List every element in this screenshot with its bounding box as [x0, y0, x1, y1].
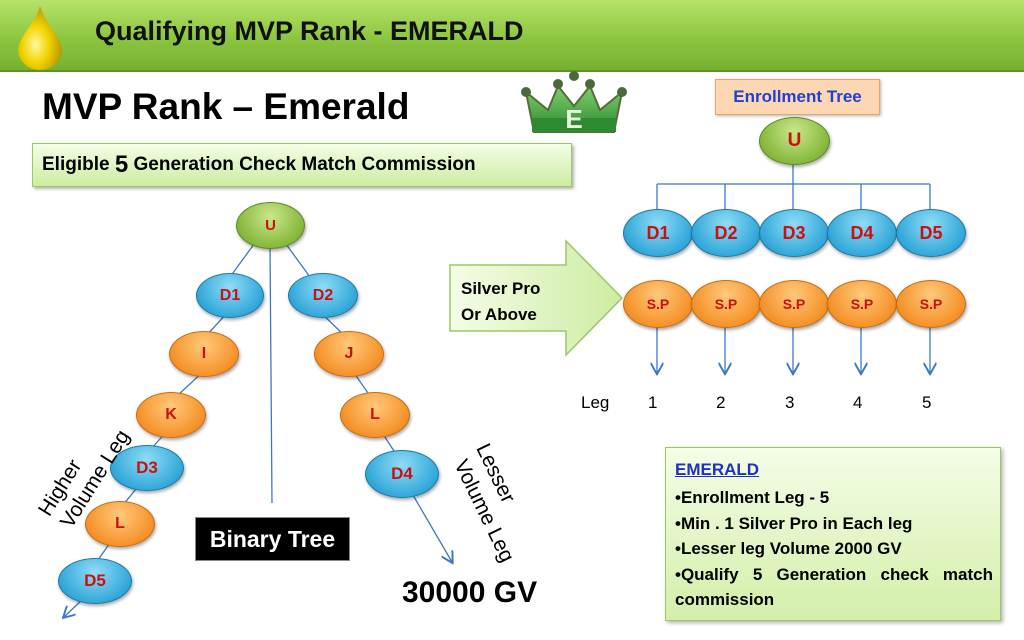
silver-pro-line: Or Above — [461, 305, 537, 324]
requirement-item: •Enrollment Leg - 5 — [675, 488, 830, 507]
enrollment-direct-node: D4 — [827, 209, 897, 257]
enrollment-sp-node: S.P — [623, 280, 693, 328]
leg-number: 5 — [922, 393, 932, 412]
leg-number: 4 — [853, 393, 863, 412]
enrollment-sp-node: S.P — [691, 280, 761, 328]
binary-left-node: D1 — [196, 273, 264, 318]
leg-number: 1 — [648, 393, 658, 412]
emerald-heading: EMERALD — [675, 460, 760, 479]
binary-left-node: L — [85, 501, 155, 547]
binary-root-node: U — [236, 202, 305, 249]
leg-number: 2 — [716, 393, 726, 412]
header-bar — [0, 0, 1024, 72]
binary-right-node: J — [314, 331, 384, 377]
eligible-number: 5 — [114, 151, 129, 178]
requirement-item: •Qualify 5 Generation check match commis… — [675, 564, 993, 610]
enrollment-direct-node: D2 — [691, 209, 761, 257]
eligible-suffix: Generation Check Match Commission — [128, 154, 476, 175]
requirement-item: •Lesser leg Volume 2000 GV — [675, 539, 902, 558]
emerald-requirements-list: •Enrollment Leg - 5 •Min . 1 Silver Pro … — [675, 485, 993, 613]
rank-title: MVP Rank – Emerald — [42, 86, 410, 127]
binary-right-node: D4 — [365, 450, 439, 498]
requirement-item: •Min . 1 Silver Pro in Each leg — [675, 513, 913, 533]
binary-right-node: D2 — [288, 273, 358, 318]
silver-pro-text: Silver Pro Or Above — [461, 276, 540, 328]
leg-number: 3 — [785, 393, 795, 412]
enrollment-tree-label: Enrollment Tree — [715, 79, 880, 115]
enrollment-sp-node: S.P — [827, 280, 897, 328]
binary-left-node: D5 — [58, 558, 132, 604]
gv-value: 30000 GV — [402, 576, 538, 609]
silver-pro-line: Silver Pro — [461, 279, 541, 298]
eligible-prefix: Eligible — [42, 154, 115, 175]
binary-right-node: L — [340, 392, 410, 438]
binary-tree-label: Binary Tree — [195, 517, 350, 561]
oil-drop-icon — [18, 6, 62, 70]
emerald-requirements-box: EMERALD •Enrollment Leg - 5 •Min . 1 Sil… — [665, 447, 1001, 621]
leg-label: Leg — [581, 393, 610, 412]
eligible-banner: Eligible 5 Generation Check Match Commis… — [32, 143, 572, 187]
enrollment-sp-node: S.P — [896, 280, 966, 328]
silver-pro-arrow — [449, 239, 624, 357]
enrollment-sp-node: S.P — [759, 280, 829, 328]
binary-left-node: I — [169, 331, 239, 377]
crown-letter: E — [565, 104, 582, 134]
crown-icon: E — [521, 71, 627, 134]
header-title: Qualifying MVP Rank - EMERALD — [95, 16, 524, 46]
binary-left-node: D3 — [110, 445, 184, 491]
enrollment-direct-node: D1 — [623, 209, 693, 257]
enrollment-direct-node: D5 — [896, 209, 966, 257]
enrollment-root-node: U — [759, 117, 830, 165]
binary-left-node: K — [136, 392, 206, 438]
enrollment-direct-node: D3 — [759, 209, 829, 257]
